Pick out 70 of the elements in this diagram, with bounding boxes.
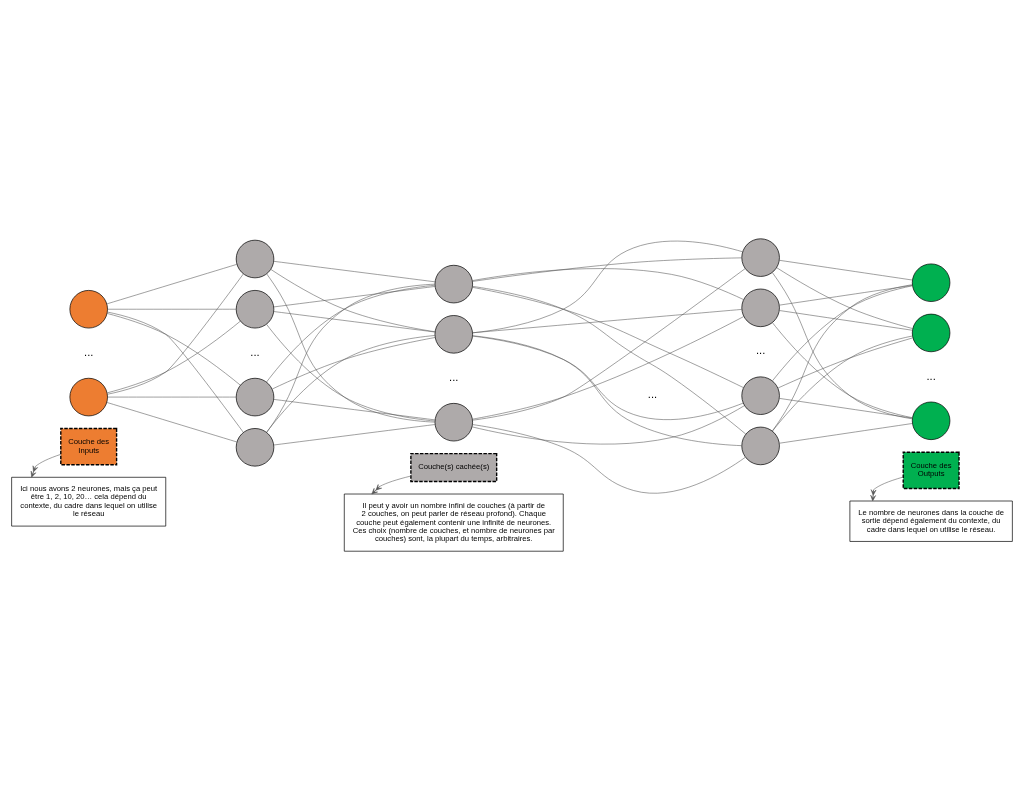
node-circle [235, 428, 275, 467]
connector [472, 287, 744, 388]
connector [772, 285, 913, 382]
node-circle [434, 264, 473, 304]
connector [273, 311, 436, 333]
connector [106, 402, 238, 443]
connector [472, 286, 747, 435]
node-box: Le nombre de neurones dans la couche de sortie dépend également du contexte, du cadre dans lequel on utilise le réseau. [849, 500, 1013, 542]
connector [472, 268, 744, 300]
connector [779, 310, 913, 331]
connector [779, 423, 913, 444]
node-circle [911, 313, 951, 353]
connector [472, 309, 743, 334]
node-circle [741, 288, 780, 327]
node-circle [69, 377, 108, 417]
connector [107, 321, 241, 394]
node-circle [741, 376, 780, 415]
label: ... [449, 370, 459, 383]
connector [779, 398, 913, 419]
arrow [371, 475, 412, 495]
connector [270, 269, 436, 333]
node-box: Couche des Inputs [60, 427, 118, 466]
connector [472, 316, 745, 420]
connector [107, 308, 237, 310]
connector [472, 335, 742, 446]
connector [472, 335, 744, 420]
connector [776, 267, 914, 329]
connector [107, 396, 237, 398]
node-circle [911, 401, 951, 440]
connector [273, 399, 436, 421]
connector [779, 260, 913, 281]
connector [272, 337, 436, 390]
label: ... [647, 388, 658, 401]
connector [772, 322, 913, 419]
connector [273, 424, 436, 446]
node-box: Ici nous avons 2 neurones, mais ça peut être 1, 2, 10, 20… cela dépend du contexte, du cadre dans lequel on utilise le réseau [11, 476, 167, 527]
connector [107, 313, 241, 386]
label: ... [926, 369, 936, 382]
node-circle [741, 426, 780, 466]
connector [266, 323, 436, 422]
connector [471, 405, 745, 445]
node-circle [235, 290, 275, 329]
connector [772, 335, 913, 432]
label: ... [755, 344, 766, 357]
node-box: Couche(s) cachée(s) [410, 452, 498, 483]
connector [106, 264, 238, 305]
connector [472, 424, 746, 494]
connector [472, 268, 746, 421]
connector [107, 311, 244, 433]
node-circle [911, 263, 951, 302]
label: ... [250, 345, 260, 358]
connector [273, 261, 436, 283]
connector [107, 273, 244, 395]
node-box: Il peut y avoir un nombre infini de couches (à partir de 2 couches, on peut parler de réseau profond). Chaque couche peut également contenir une infinité de neurones. Ces choix (nombre de couches, et nombre de neurones par couches) sont, la plupart du temps, arbitraires. [343, 493, 564, 552]
connector [266, 285, 436, 383]
connector [472, 240, 743, 334]
node-circle [69, 290, 108, 329]
label: ... [84, 345, 94, 358]
node-circle [235, 377, 275, 417]
connector [266, 335, 436, 433]
node-circle [434, 315, 473, 354]
node-circle [235, 239, 275, 279]
node-box: Couche des Outputs [902, 451, 960, 490]
connector [472, 257, 742, 282]
node-circle [741, 238, 780, 277]
connector [777, 337, 913, 389]
arrow [30, 454, 61, 478]
node-circle [434, 403, 473, 442]
arrow [870, 476, 904, 502]
connector [273, 286, 436, 308]
